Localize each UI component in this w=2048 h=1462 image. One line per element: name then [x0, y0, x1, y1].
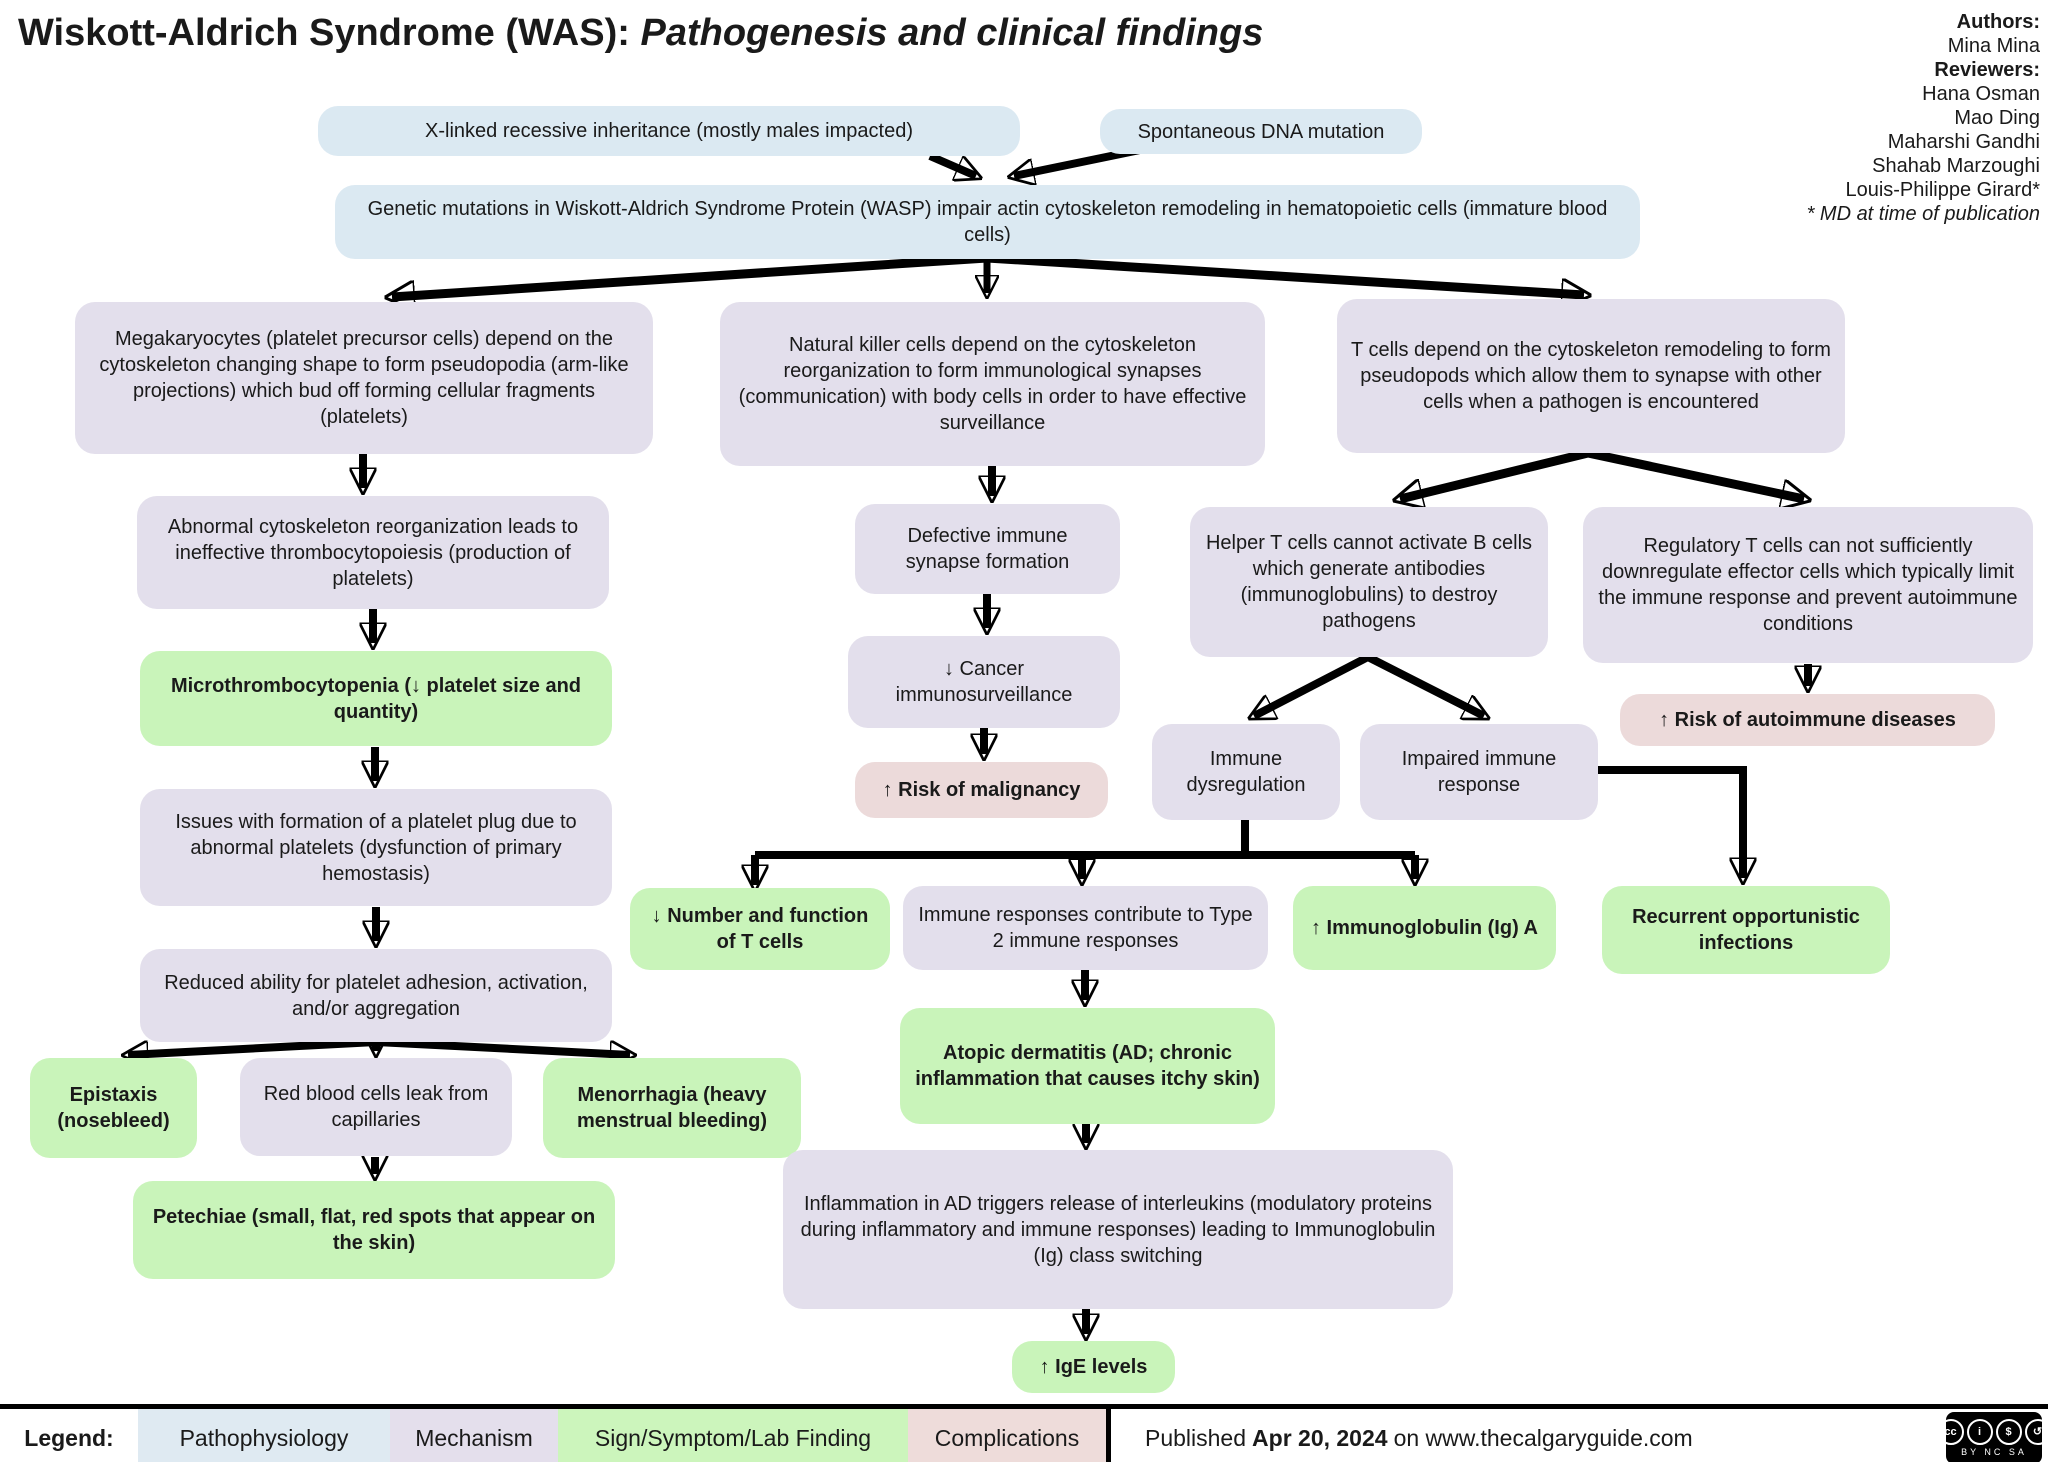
node-impaired-immune-response: Impaired immune response — [1360, 724, 1598, 820]
authors-label: Authors: — [1956, 11, 2040, 33]
node-epistaxis: Epistaxis (nosebleed) — [30, 1058, 197, 1158]
node-defective-synapse: Defective immune synapse formation — [855, 504, 1120, 594]
reviewer-name: Hana Osman — [1922, 83, 2040, 105]
legend-item-complications: Complications — [908, 1409, 1106, 1462]
published-prefix: Published — [1145, 1424, 1247, 1451]
node-recurrent-infections: Recurrent opportunistic infections — [1602, 886, 1890, 974]
cc-noncommercial-icon: $ — [1995, 1419, 2022, 1445]
cc-license-badge: cc i $ ↺ BY NC SA — [1937, 1412, 2048, 1462]
node-type2-responses: Immune responses contribute to Type 2 im… — [903, 886, 1268, 970]
author-name: Mina Mina — [1947, 35, 2040, 57]
published-suffix: on www.thecalgaryguide.com — [1393, 1424, 1693, 1451]
legend-item-pathophysiology: Pathophysiology — [138, 1409, 390, 1462]
node-helper-t-cells: Helper T cells cannot activate B cells w… — [1190, 507, 1548, 657]
node-risk-malignancy: ↑ Risk of malignancy — [855, 762, 1108, 818]
page-title: Wiskott-Aldrich Syndrome (WAS): Pathogen… — [18, 12, 1263, 55]
node-petechiae: Petechiae (small, flat, red spots that a… — [133, 1181, 615, 1279]
page-title-subtitle: Pathogenesis and clinical findings — [640, 12, 1264, 54]
node-platelet-plug-issues: Issues with formation of a platelet plug… — [140, 789, 612, 906]
legend-bar: Legend: Pathophysiology Mechanism Sign/S… — [0, 1404, 2048, 1462]
node-rbc-leak: Red blood cells leak from capillaries — [240, 1058, 512, 1156]
node-menorrhagia: Menorrhagia (heavy menstrual bleeding) — [543, 1058, 801, 1158]
cc-icon-row: cc i $ ↺ — [1937, 1419, 2048, 1445]
page-title-main: Wiskott-Aldrich Syndrome (WAS): — [18, 12, 641, 54]
node-ige-levels: ↑ IgE levels — [1012, 1341, 1175, 1393]
reviewers-label: Reviewers: — [1934, 59, 2040, 81]
published-date: Apr 20, 2024 — [1252, 1424, 1388, 1451]
cc-sharealike-icon: ↺ — [2024, 1419, 2048, 1445]
footer-divider — [1106, 1409, 1111, 1462]
published-line: Published Apr 20, 2024 on www.thecalgary… — [1111, 1409, 1946, 1462]
cc-attribution-icon: i — [1966, 1419, 1993, 1445]
cc-icon: cc — [1937, 1419, 1964, 1445]
cc-caption: BY NC SA — [1961, 1447, 2027, 1457]
node-atopic-dermatitis: Atopic dermatitis (AD; chronic inflammat… — [900, 1008, 1275, 1124]
node-nk-cells: Natural killer cells depend on the cytos… — [720, 302, 1265, 466]
node-risk-autoimmune: ↑ Risk of autoimmune diseases — [1620, 694, 1995, 746]
node-xlinked-inheritance: X-linked recessive inheritance (mostly m… — [318, 106, 1020, 156]
reviewer-name: Maharshi Gandhi — [1887, 131, 2040, 153]
legend-item-sign-symptom: Sign/Symptom/Lab Finding — [558, 1409, 908, 1462]
node-megakaryocytes: Megakaryocytes (platelet precursor cells… — [75, 302, 653, 454]
node-t-cell-number: ↓ Number and function of T cells — [630, 888, 890, 970]
node-immunoglobulin-a: ↑ Immunoglobulin (Ig) A — [1293, 886, 1556, 970]
credits-block: Authors: Mina Mina Reviewers: Hana Osman… — [1710, 10, 2040, 226]
node-microthrombocytopenia: Microthrombocytopenia (↓ platelet size a… — [140, 651, 612, 746]
reviewer-name: Mao Ding — [1954, 107, 2040, 129]
node-immune-dysregulation: Immune dysregulation — [1152, 724, 1340, 820]
node-spontaneous-mutation: Spontaneous DNA mutation — [1100, 109, 1422, 154]
node-interleukins: Inflammation in AD triggers release of i… — [783, 1150, 1453, 1309]
node-cancer-immunosurveillance: ↓ Cancer immunosurveillance — [848, 636, 1120, 728]
node-t-cells: T cells depend on the cytoskeleton remod… — [1337, 299, 1845, 453]
legend-item-mechanism: Mechanism — [390, 1409, 558, 1462]
node-reduced-platelet-function: Reduced ability for platelet adhesion, a… — [140, 949, 612, 1042]
md-footnote: * MD at time of publication — [1806, 203, 2040, 225]
reviewer-name: Louis-Philippe Girard* — [1845, 179, 2040, 201]
reviewer-name: Shahab Marzoughi — [1872, 155, 2040, 177]
node-abnormal-cytoskeleton: Abnormal cytoskeleton reorganization lea… — [137, 496, 609, 609]
legend-label: Legend: — [24, 1424, 114, 1451]
node-genetic-mutations: Genetic mutations in Wiskott-Aldrich Syn… — [335, 185, 1640, 259]
node-regulatory-t-cells: Regulatory T cells can not sufficiently … — [1583, 507, 2033, 663]
